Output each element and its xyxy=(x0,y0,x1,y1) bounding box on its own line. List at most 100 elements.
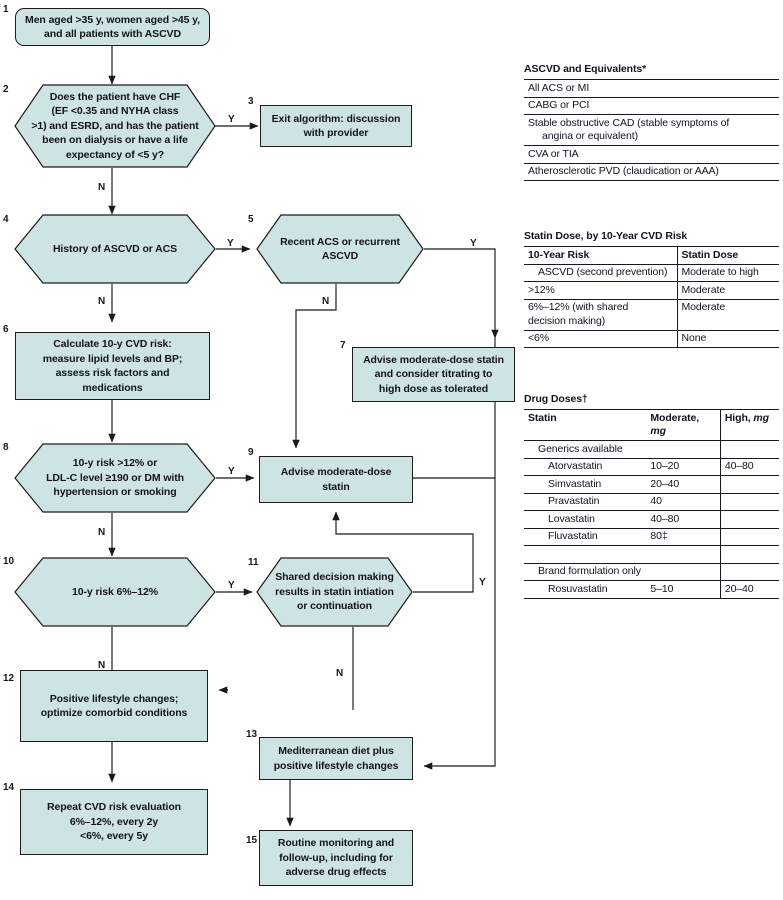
edge-label-10-yes: Y xyxy=(228,580,235,591)
edge-label-8-yes: Y xyxy=(228,466,235,477)
node-13-line-1: Mediterranean diet plus xyxy=(278,745,394,757)
node-7-moderate-to-high-statin[interactable]: Advise moderate-dose statin and consider… xyxy=(352,347,515,402)
table-statin-dose-title: Statin Dose, by 10-Year CVD Risk xyxy=(524,230,688,242)
drug-mod-2: 20–40 xyxy=(650,477,680,490)
drug-statin-8: Rosuvastatin xyxy=(548,582,608,595)
drug-mod-7 xyxy=(646,563,720,581)
ascvd-row-4: Atherosclerotic PVD (claudication or AAA… xyxy=(528,165,719,177)
node-5-line-1: Recent ACS or recurrent xyxy=(280,235,400,248)
node-9-line-1: Advise moderate-dose statin xyxy=(280,466,392,493)
statin-dose-header-0: 10-Year Risk xyxy=(528,248,590,261)
table-row: <6% None xyxy=(524,330,779,348)
node-7-line-1: Advise moderate-dose statin xyxy=(363,353,504,366)
table-row: Lovastatin 40–80 xyxy=(524,510,779,528)
edge-label-4-yes: Y xyxy=(227,238,234,249)
table-row: Fluvastatin 80‡ xyxy=(524,528,779,546)
node-11-line-1: Shared decision making xyxy=(275,571,394,584)
node-5-recent-acs-question[interactable]: Recent ACS or recurrent ASCVD xyxy=(256,214,424,284)
node-1-line-1: Men aged >35 y, women aged >45 y, xyxy=(25,13,200,26)
table-row: Atorvastatin 10–20 40–80 xyxy=(524,458,779,476)
table-ascvd-title: ASCVD and Equivalents* xyxy=(524,63,647,75)
table-drug-doses-body: Statin Moderate, mg High, mg Generics av… xyxy=(524,409,779,599)
table-drug-doses-title: Drug Doses† xyxy=(524,393,588,405)
node-2-chf-esrd-question[interactable]: Does the patient have CHF (EF <0.35 and … xyxy=(14,84,216,168)
node-8-line-3: hypertension or smoking xyxy=(53,486,177,499)
table-row: 6%–12% (with shared decision making) Mod… xyxy=(524,299,779,330)
ascvd-row-3: CVA or TIA xyxy=(528,147,579,160)
node-12-line-1: Positive lifestyle changes; xyxy=(49,692,179,705)
node-8-line-2: LDL-C level ≥190 or DM with xyxy=(46,471,184,484)
edge-label-11-yes: Y xyxy=(479,577,486,588)
drug-high-3 xyxy=(719,493,779,511)
drug-statin-4: Lovastatin xyxy=(548,512,595,525)
drug-mod-5: 80‡ xyxy=(650,530,668,542)
table-header-row: Statin Moderate, mg High, mg xyxy=(524,409,779,441)
node-10-intermediate-risk-question[interactable]: 10-y risk 6%–12% xyxy=(14,557,216,627)
drug-mod-6 xyxy=(646,546,720,564)
node-number-10: 10 xyxy=(3,556,15,567)
node-9-advise-moderate-statin[interactable]: Advise moderate-dose statin xyxy=(259,456,413,503)
edge-label-10-no: N xyxy=(98,660,106,671)
drug-mod-3: 40 xyxy=(650,495,662,507)
node-11-shared-decision-question[interactable]: Shared decision making results in statin… xyxy=(256,557,413,627)
node-6-calculate-risk[interactable]: Calculate 10-y CVD risk: measure lipid l… xyxy=(15,332,210,400)
drug-high-8: 20–40 xyxy=(719,580,779,598)
node-number-14: 14 xyxy=(3,782,15,793)
drug-statin-0: Generics available xyxy=(538,442,623,455)
drug-mod-8: 5–10 xyxy=(650,582,674,595)
node-2-line-5: expectancy of <5 y? xyxy=(65,148,165,161)
statin-dose-risk-2-sub: decision making) xyxy=(528,314,606,327)
node-14-line-1: Repeat CVD risk evaluation xyxy=(47,801,181,814)
table-row: Pravastatin 40 xyxy=(524,493,779,511)
statin-dose-risk-2-main: 6%–12% (with shared xyxy=(528,301,629,313)
edge-label-4-no: N xyxy=(98,296,106,307)
node-8-high-risk-question[interactable]: 10-y risk >12% or LDL-C level ≥190 or DM… xyxy=(14,443,216,513)
table-row: Generics available xyxy=(524,440,779,458)
node-13-mediterranean-diet[interactable]: Mediterranean diet plus positive lifesty… xyxy=(259,737,413,780)
node-number-1: 1 xyxy=(3,4,9,15)
ascvd-row-2-main: Stable obstructive CAD (stable symptoms … xyxy=(528,116,730,129)
node-3-exit-algorithm[interactable]: Exit algorithm: discussion with provider xyxy=(260,105,412,147)
table-row xyxy=(524,545,779,564)
node-15-line-3: adverse drug effects xyxy=(285,866,387,879)
node-number-9: 9 xyxy=(248,447,254,458)
node-12-lifestyle-changes[interactable]: Positive lifestyle changes; optimize com… xyxy=(20,670,208,742)
node-14-repeat-risk-evaluation[interactable]: Repeat CVD risk evaluation 6%–12%, every… xyxy=(20,789,208,855)
edge-label-8-no: N xyxy=(98,527,106,538)
node-2-line-1: Does the patient have CHF xyxy=(49,90,181,103)
drug-statin-3: Pravastatin xyxy=(548,495,600,507)
node-3-line-1: Exit algorithm: discussion xyxy=(271,112,401,125)
node-7-line-3: high dose as tolerated xyxy=(378,382,489,395)
node-3-line-2: with provider xyxy=(303,127,369,139)
node-number-13: 13 xyxy=(246,729,258,740)
table-row: Brand formulation only xyxy=(524,563,779,581)
table-statin-dose: Statin Dose, by 10-Year CVD Risk 10-Year… xyxy=(524,230,779,348)
node-11-line-2: results in statin intiation xyxy=(275,585,394,598)
node-2-line-4: been on dialysis or have a life xyxy=(42,134,188,147)
node-13-line-2: positive lifestyle changes xyxy=(273,759,399,772)
node-15-routine-monitoring[interactable]: Routine monitoring and follow-up, includ… xyxy=(259,830,413,886)
ascvd-row-1: CABG or PCI xyxy=(528,99,590,111)
node-10-line-1: 10-y risk 6%–12% xyxy=(72,585,158,598)
node-1-population[interactable]: Men aged >35 y, women aged >45 y, and al… xyxy=(15,8,210,46)
ascvd-row-2: Stable obstructive CAD (stable symptoms … xyxy=(524,115,779,146)
drug-header-1: Moderate, mg xyxy=(650,411,700,438)
node-4-history-ascvd-acs[interactable]: History of ASCVD or ACS xyxy=(14,214,216,284)
node-15-line-1: Routine monitoring and xyxy=(277,837,395,850)
node-6-line-3: assess risk factors and xyxy=(55,367,170,379)
ascvd-row-2-sub: angina or equivalent) xyxy=(542,130,638,142)
statin-dose-risk-1: >12% xyxy=(528,283,555,296)
node-1-line-2: and all patients with ASCVD xyxy=(44,28,181,40)
node-5-line-2: ASCVD xyxy=(321,250,359,262)
table-row: >12% Moderate xyxy=(524,281,779,299)
drug-high-6 xyxy=(719,545,779,563)
table-row: Atherosclerotic PVD (claudication or AAA… xyxy=(524,163,779,181)
drug-high-4 xyxy=(719,510,779,528)
drug-high-0 xyxy=(719,440,779,458)
table-statin-dose-body: 10-Year Risk Statin Dose ASCVD (second p… xyxy=(524,246,779,348)
table-row: Stable obstructive CAD (stable symptoms … xyxy=(524,115,779,146)
node-2-line-2: (EF <0.35 and NYHA class xyxy=(51,105,179,118)
statin-dose-risk-2: 6%–12% (with shared decision making) xyxy=(524,299,677,330)
node-number-3: 3 xyxy=(248,96,254,107)
